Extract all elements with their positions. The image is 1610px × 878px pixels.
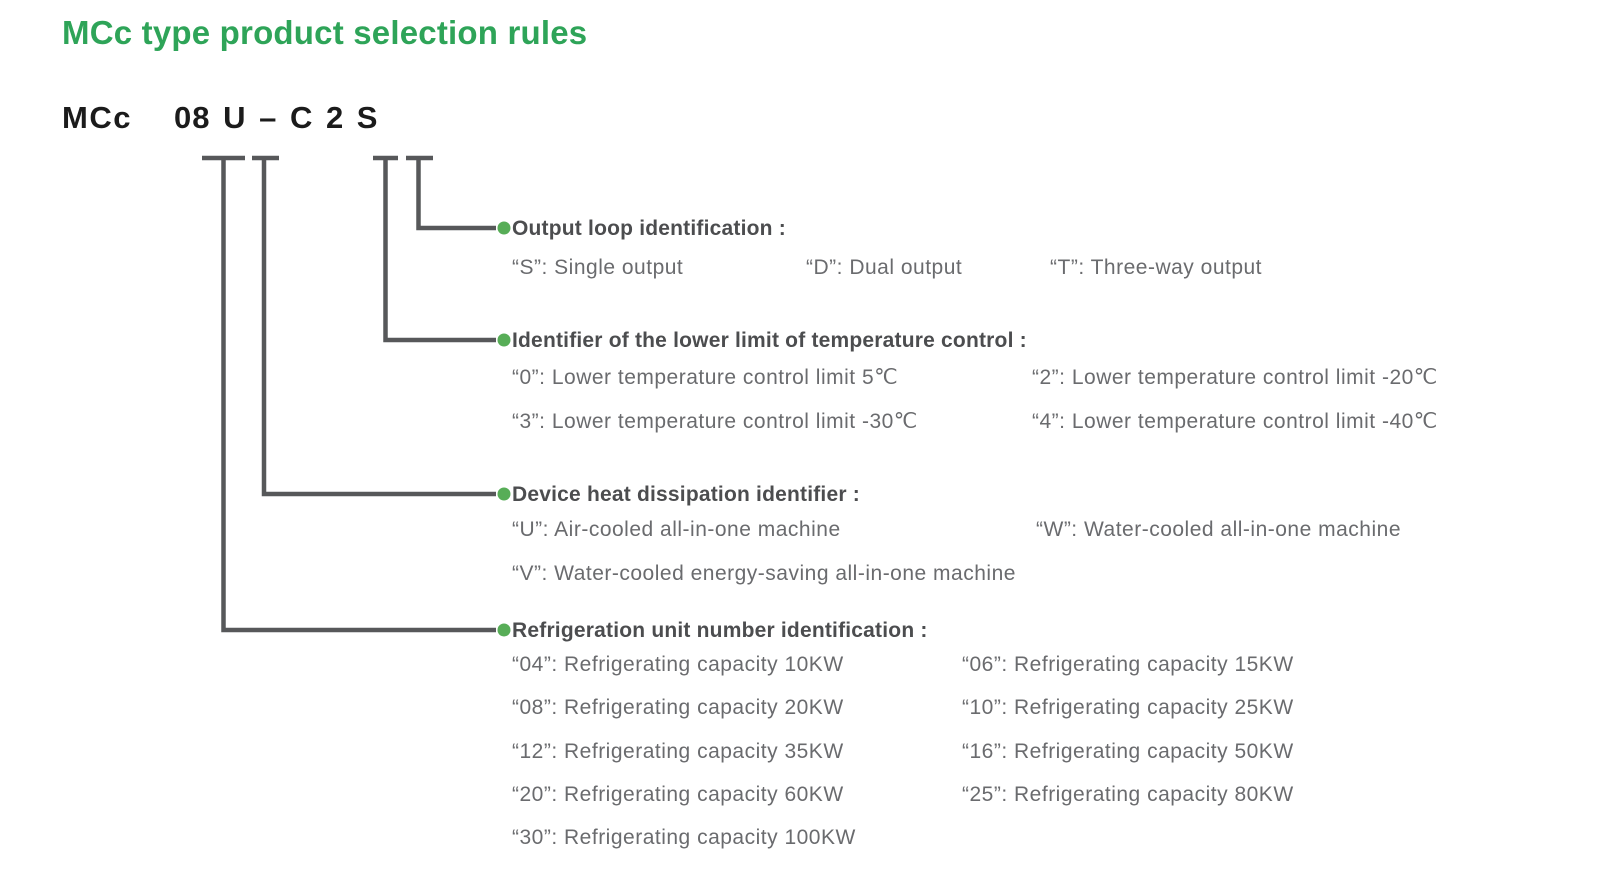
legend-item-refrig-10: “10”: Refrigerating capacity 25KW [962,696,1294,719]
legend-item-output-d: “D”: Dual output [806,256,963,279]
model-number: MCc 08 U – C 2 S [62,100,377,136]
legend-item-refrig-16: “16”: Refrigerating capacity 50KW [962,740,1294,763]
legend-item-temp-4: “4”: Lower temperature control limit -40… [1032,410,1438,433]
bracket-line-s [406,155,496,231]
page-title: MCc type product selection rules [62,14,588,51]
legend-item-heat-v: “V”: Water-cooled energy-saving all-in-o… [512,562,1016,585]
legend-item-temp-2: “2”: Lower temperature control limit -20… [1032,366,1438,389]
legend-item-temp-3: “3”: Lower temperature control limit -30… [512,410,918,433]
legend-item-output-t: “T”: Three-way output [1050,256,1263,279]
legend-item-output-s: “S”: Single output [512,256,684,279]
legend-item-refrig-12: “12”: Refrigerating capacity 35KW [512,740,844,763]
model-prefix: MCc [62,100,132,135]
bracket-line-u [252,155,496,497]
legend-item-refrig-04: “04”: Refrigerating capacity 10KW [512,653,844,676]
legend-item-refrig-25: “25”: Refrigerating capacity 80KW [962,783,1294,806]
legend-item-refrig-06: “06”: Refrigerating capacity 15KW [962,653,1294,676]
model-code: 08 U – C 2 S [174,100,379,135]
legend-item-heat-w: “W”: Water-cooled all-in-one machine [1036,518,1402,541]
bullet-dot-temperature [497,333,511,347]
legend-item-refrig-08: “08”: Refrigerating capacity 20KW [512,696,844,719]
bracket-line-08 [202,155,496,633]
bracket-line-2 [373,155,496,343]
legend-item-temp-0: “0”: Lower temperature control limit 5℃ [512,366,899,389]
section-header-refrigeration: Refrigeration unit number identification… [512,619,928,642]
section-header-heat: Device heat dissipation identifier : [512,483,860,506]
bullet-dot-refrigeration [497,623,511,637]
section-header-output: Output loop identification : [512,217,786,240]
bullet-dot-heat [497,487,511,501]
bullet-dot-output [497,221,511,235]
section-header-temperature: Identifier of the lower limit of tempera… [512,329,1027,352]
legend-item-heat-u: “U”: Air-cooled all-in-one machine [512,518,841,541]
legend-item-refrig-20: “20”: Refrigerating capacity 60KW [512,783,844,806]
legend-item-refrig-30: “30”: Refrigerating capacity 100KW [512,826,856,849]
